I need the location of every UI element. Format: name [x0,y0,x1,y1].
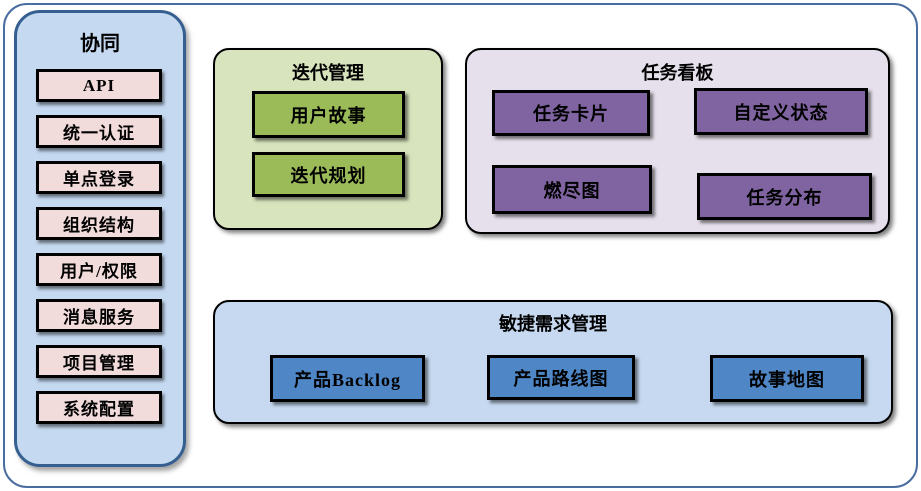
feature-iteration-planning: 迭代规划 [252,152,405,197]
feature-story-map: 故事地图 [710,355,864,402]
sidebar-item-list: API 统一认证 单点登录 组织结构 用户/权限 消息服务 项目管理 系统配置 [36,69,162,424]
feature-task-distribution: 任务分布 [697,173,872,220]
feature-user-story: 用户故事 [252,91,405,138]
sidebar-item-system-config: 系统配置 [36,391,162,424]
feature-task-card: 任务卡片 [492,90,650,136]
iteration-management-title: 迭代管理 [292,63,364,83]
sidebar-item-org-structure: 组织结构 [36,207,162,240]
sidebar-item-sso: 单点登录 [36,161,162,194]
feature-custom-status: 自定义状态 [694,88,868,135]
feature-burndown-chart: 燃尽图 [492,165,652,214]
sidebar-item-api: API [36,69,162,102]
feature-product-backlog: 产品Backlog [270,355,425,402]
sidebar-item-message-service: 消息服务 [36,299,162,332]
sidebar-item-project-management: 项目管理 [36,345,162,378]
collaboration-sidebar: 协同 API 统一认证 单点登录 组织结构 用户/权限 消息服务 项目管理 系统… [14,10,186,467]
sidebar-title: 协同 [80,33,120,55]
sidebar-item-user-permission: 用户/权限 [36,253,162,286]
agile-requirements-group: 敏捷需求管理 产品Backlog 产品路线图 故事地图 [213,300,893,424]
task-board-group: 任务看板 任务卡片 自定义状态 燃尽图 任务分布 [465,48,890,234]
agile-requirements-title: 敏捷需求管理 [499,314,607,334]
iteration-management-group: 迭代管理 用户故事 迭代规划 [213,48,443,230]
task-board-title: 任务看板 [641,63,714,83]
feature-product-roadmap: 产品路线图 [487,355,635,400]
sidebar-item-unified-auth: 统一认证 [36,115,162,148]
